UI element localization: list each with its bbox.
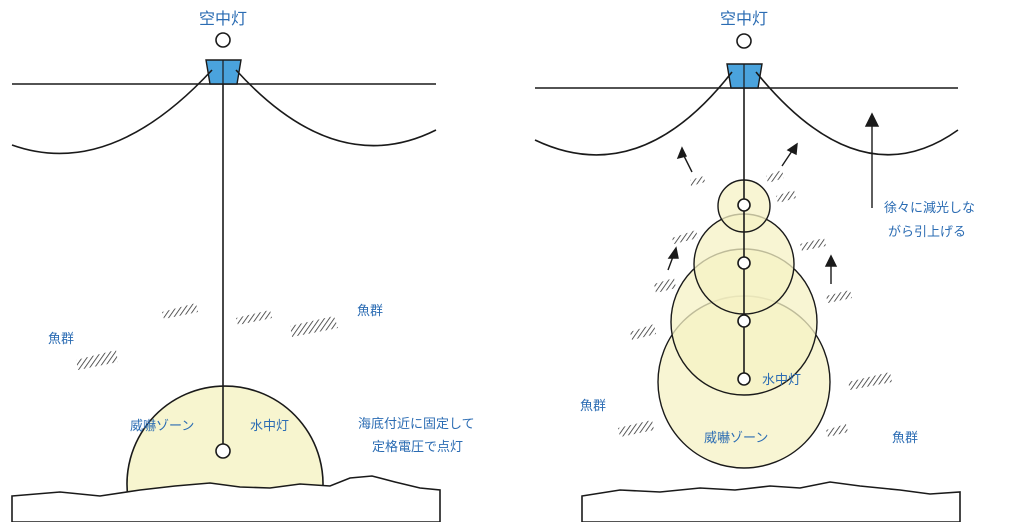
- right-net-right: [755, 71, 959, 156]
- right-description-line: 徐々に減光しな: [884, 200, 975, 216]
- left-description-line: 定格電圧で点灯: [372, 439, 463, 455]
- left-description-line: 海底付近に固定して: [358, 416, 475, 432]
- right-fish-school: [800, 238, 826, 251]
- right-fish-label: 魚群: [892, 431, 918, 446]
- left-net-left: [11, 69, 213, 155]
- left-fish-school: [76, 350, 118, 370]
- left-threat-zone-label: 威嚇ゾーン: [130, 419, 194, 434]
- right-description-line: がら引上げる: [888, 225, 966, 240]
- right-fish-school: [672, 230, 698, 244]
- right-fish-school: [826, 424, 848, 437]
- right-underwater-light-label: 水中灯: [762, 373, 801, 388]
- right-panel: 空中灯 水中灯 威嚇ゾーン: [534, 9, 975, 522]
- right-underwater-light: [737, 256, 751, 270]
- right-movement-arrows: [667, 112, 880, 284]
- left-air-light-label: 空中灯: [199, 9, 247, 28]
- left-air-light: [215, 32, 231, 48]
- left-fish-school: [236, 310, 272, 325]
- left-threat-zone: [126, 385, 324, 499]
- right-fish-school: [776, 190, 796, 203]
- left-fish-label: 魚群: [357, 304, 383, 319]
- right-underwater-light: [737, 314, 751, 328]
- right-fish-label: 魚群: [580, 399, 606, 414]
- right-fish-school: [618, 420, 654, 437]
- right-threat-zone-label: 威嚇ゾーン: [704, 431, 768, 446]
- right-fish-school: [848, 372, 892, 390]
- left-net-right: [235, 69, 437, 147]
- right-fish-school: [630, 324, 656, 340]
- right-fish-school: [766, 170, 784, 183]
- right-seabed: [581, 481, 961, 522]
- left-fish-label: 魚群: [48, 332, 74, 347]
- left-fish-school: [162, 303, 198, 319]
- right-air-light-label: 空中灯: [720, 9, 768, 28]
- right-underwater-light: [737, 198, 751, 212]
- left-underwater-light-label: 水中灯: [250, 419, 289, 434]
- right-air-light: [736, 33, 752, 49]
- left-seabed: [11, 475, 441, 522]
- right-net-left: [534, 71, 733, 156]
- right-fish-school: [654, 278, 676, 293]
- left-fish-school: [290, 316, 338, 337]
- right-underwater-light: [737, 372, 751, 386]
- left-underwater-light: [215, 443, 231, 459]
- right-fish-school: [826, 290, 852, 303]
- left-panel: 空中灯 威嚇ゾーン 水中灯 魚群 魚群 海底付近に固定して 定格電圧で点灯: [11, 9, 475, 522]
- right-fish-school: [690, 176, 705, 186]
